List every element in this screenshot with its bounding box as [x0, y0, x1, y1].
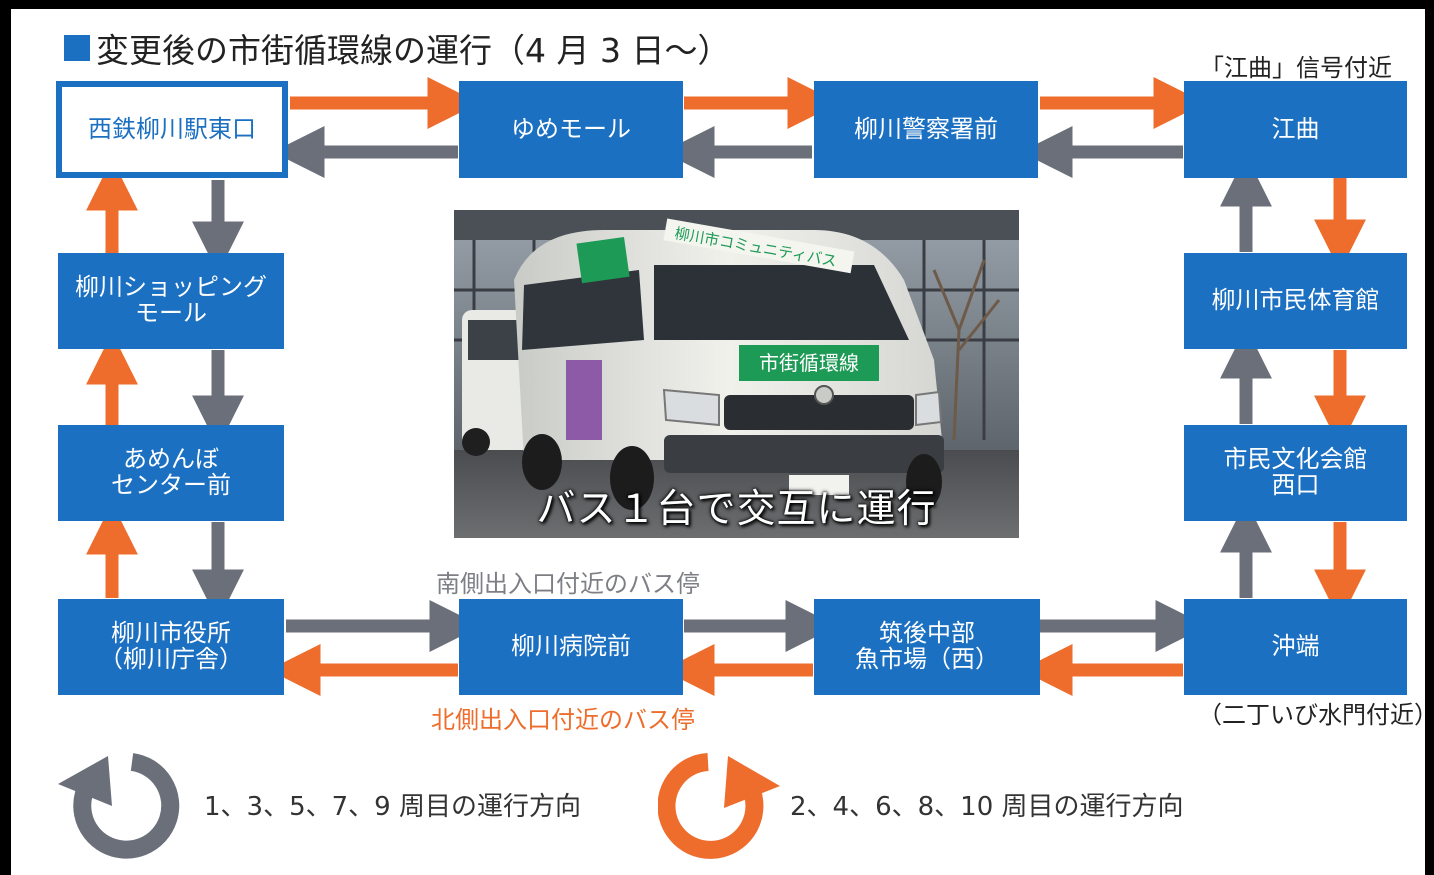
legend-cw-label: 2、4、6、8、10 周目の運行方向	[790, 792, 1184, 822]
stop-culture-hall: 市民文化会館 西口	[1184, 425, 1407, 521]
stop-amenbo-center: あめんぼ センター前	[58, 425, 284, 521]
note-emagari-signal: 「江曲」信号付近	[1200, 54, 1392, 82]
stop-fish-market: 筑後中部 魚市場（西）	[814, 599, 1040, 695]
stop-okinohata: 沖端	[1184, 599, 1407, 695]
note-south-stop: 南側出入口付近のバス停	[436, 570, 700, 598]
stop-yume-mall: ゆめモール	[459, 81, 683, 178]
stop-shopping-mall: 柳川ショッピング モール	[58, 253, 284, 349]
stop-hospital: 柳川病院前	[459, 599, 683, 695]
bus-front-sign: 市街循環線	[759, 351, 859, 375]
stop-city-hall: 柳川市役所 （柳川庁舎）	[58, 599, 284, 695]
title-text: 変更後の市街循環線の運行（4 月 3 日〜）	[96, 31, 731, 70]
page-title: 変更後の市街循環線の運行（4 月 3 日〜）	[64, 26, 730, 70]
stop-emagari: 江曲	[1184, 81, 1407, 178]
title-square-icon	[64, 35, 90, 61]
note-okinohata-gate: （二丁いび水門付近）	[1198, 701, 1434, 729]
clockwise-arrow-icon	[658, 753, 780, 859]
note-north-stop: 北側出入口付近のバス停	[431, 706, 695, 734]
photo-caption: バス１台で交互に運行	[536, 487, 937, 532]
stop-police-station: 柳川警察署前	[814, 81, 1038, 178]
stop-nishitetsu-yanagawa-east: 西鉄柳川駅東口	[56, 81, 288, 178]
legend-ccw-label: 1、3、5、7、9 周目の運行方向	[204, 792, 581, 822]
stop-city-gym: 柳川市民体育館	[1184, 253, 1407, 349]
counterclockwise-arrow-icon	[58, 753, 180, 859]
bus-photo: 柳川市コミュニティバス 市街循環線 バス１台で交互に運行	[454, 210, 1019, 538]
